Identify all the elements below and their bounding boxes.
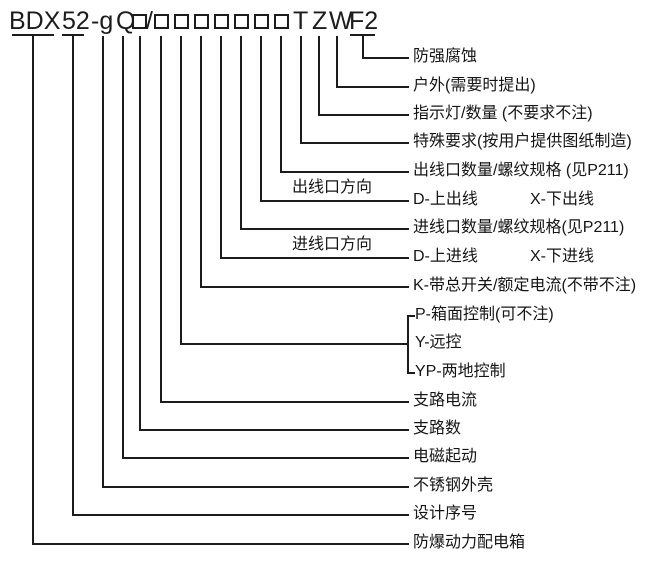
label-stainless-shell: 不锈钢外壳 <box>413 477 494 494</box>
connector-h-9 <box>200 286 409 288</box>
connector-h-15 <box>72 514 409 516</box>
code-t: T <box>293 7 309 35</box>
connector-h-12 <box>139 429 409 431</box>
connector-h-8 <box>220 257 409 259</box>
code-placeholder-box <box>214 14 229 29</box>
label-remote-control: Y-远控 <box>415 334 462 351</box>
connector-v-box6 <box>260 36 262 202</box>
connector-v-f2 <box>362 36 364 59</box>
label-design-serial: 设计序号 <box>413 505 478 522</box>
code-placeholder-box <box>234 14 249 29</box>
connector-h-2 <box>336 86 409 88</box>
label-outlet-count-spec: 出线口数量/螺纹规格 (见P211) <box>413 162 629 179</box>
label-indicator-lamp: 指示灯/数量 (不要求不注) <box>413 105 593 122</box>
code-placeholder-box <box>174 14 189 29</box>
code-placeholder-box <box>254 14 269 29</box>
code-z: Z <box>312 7 328 35</box>
label-anti-strong-corrosion: 防强腐蚀 <box>413 48 478 65</box>
connector-v-bdx <box>32 36 34 545</box>
connector-v-box5 <box>240 36 242 230</box>
label-inlet-count-spec: 进线口数量/螺纹规格(见P211) <box>413 219 625 236</box>
connector-bar-f2 <box>350 34 375 36</box>
connector-v-box2 <box>180 36 182 345</box>
label-outlet-direction-title: 出线口方向 <box>292 179 373 196</box>
connector-bar-bdx <box>12 34 54 36</box>
connector-v-box7 <box>280 36 282 173</box>
label-special-requirement: 特殊要求(按用户提供图纸制造) <box>413 133 632 150</box>
code-slash: / <box>146 7 153 35</box>
connector-h-16 <box>32 543 409 545</box>
label-branch-current: 支路电流 <box>413 392 478 409</box>
label-inlet-direction-down: X-下进线 <box>530 248 595 265</box>
code-placeholder-box <box>154 14 169 29</box>
connector-bar-52 <box>62 34 84 36</box>
connector-h-7 <box>240 228 409 230</box>
connector-v-box4 <box>220 36 222 259</box>
code-placeholder-box <box>132 14 147 29</box>
bracket-bottom-stub <box>407 372 415 374</box>
connector-v-box1 <box>160 36 162 403</box>
connector-h-11 <box>160 401 409 403</box>
code-w: W <box>329 7 353 35</box>
connector-v-box3 <box>200 36 202 288</box>
connector-h-4 <box>300 142 409 144</box>
label-inlet-direction-title: 进线口方向 <box>292 236 373 253</box>
code-placeholder-box <box>194 14 209 29</box>
code-shell: -g <box>91 7 114 35</box>
code-family: BDX <box>9 7 61 35</box>
connector-h-6 <box>260 200 409 202</box>
connector-h-14 <box>102 486 409 488</box>
code-start: Q <box>116 7 136 35</box>
label-panel-control: P-箱面控制(可不注) <box>415 306 554 323</box>
label-magnetic-start: 电磁起动 <box>413 448 478 465</box>
connector-v-g <box>102 36 104 488</box>
bracket-vertical <box>407 315 409 374</box>
label-outdoor: 户外(需要时提出) <box>413 77 536 94</box>
connector-h-3 <box>318 114 409 116</box>
connector-h-1 <box>362 57 409 59</box>
connector-v-box0 <box>139 36 141 431</box>
code-design-no: 52 <box>62 7 90 35</box>
label-main-switch: K-带总开关/额定电流(不带不注) <box>413 277 637 294</box>
label-inlet-direction-up: D-上进线 <box>413 248 478 265</box>
connector-h-bracket <box>180 343 408 345</box>
label-product-name: 防爆动力配电箱 <box>413 534 526 551</box>
connector-v-q <box>122 36 124 459</box>
label-branch-count: 支路数 <box>413 420 462 437</box>
connector-v-w <box>336 36 338 88</box>
connector-v-t <box>300 36 302 144</box>
label-two-place-control: YP-两地控制 <box>415 363 506 380</box>
connector-v-z <box>318 36 320 116</box>
code-placeholder-box <box>274 14 289 29</box>
code-f2: F2 <box>349 7 379 35</box>
bracket-top-stub <box>407 315 415 317</box>
label-outlet-direction-down: X-下出线 <box>530 191 595 208</box>
connector-v-52 <box>72 36 74 516</box>
connector-h-13 <box>122 457 409 459</box>
connector-h-5 <box>280 171 409 173</box>
label-outlet-direction-up: D-上出线 <box>413 191 478 208</box>
